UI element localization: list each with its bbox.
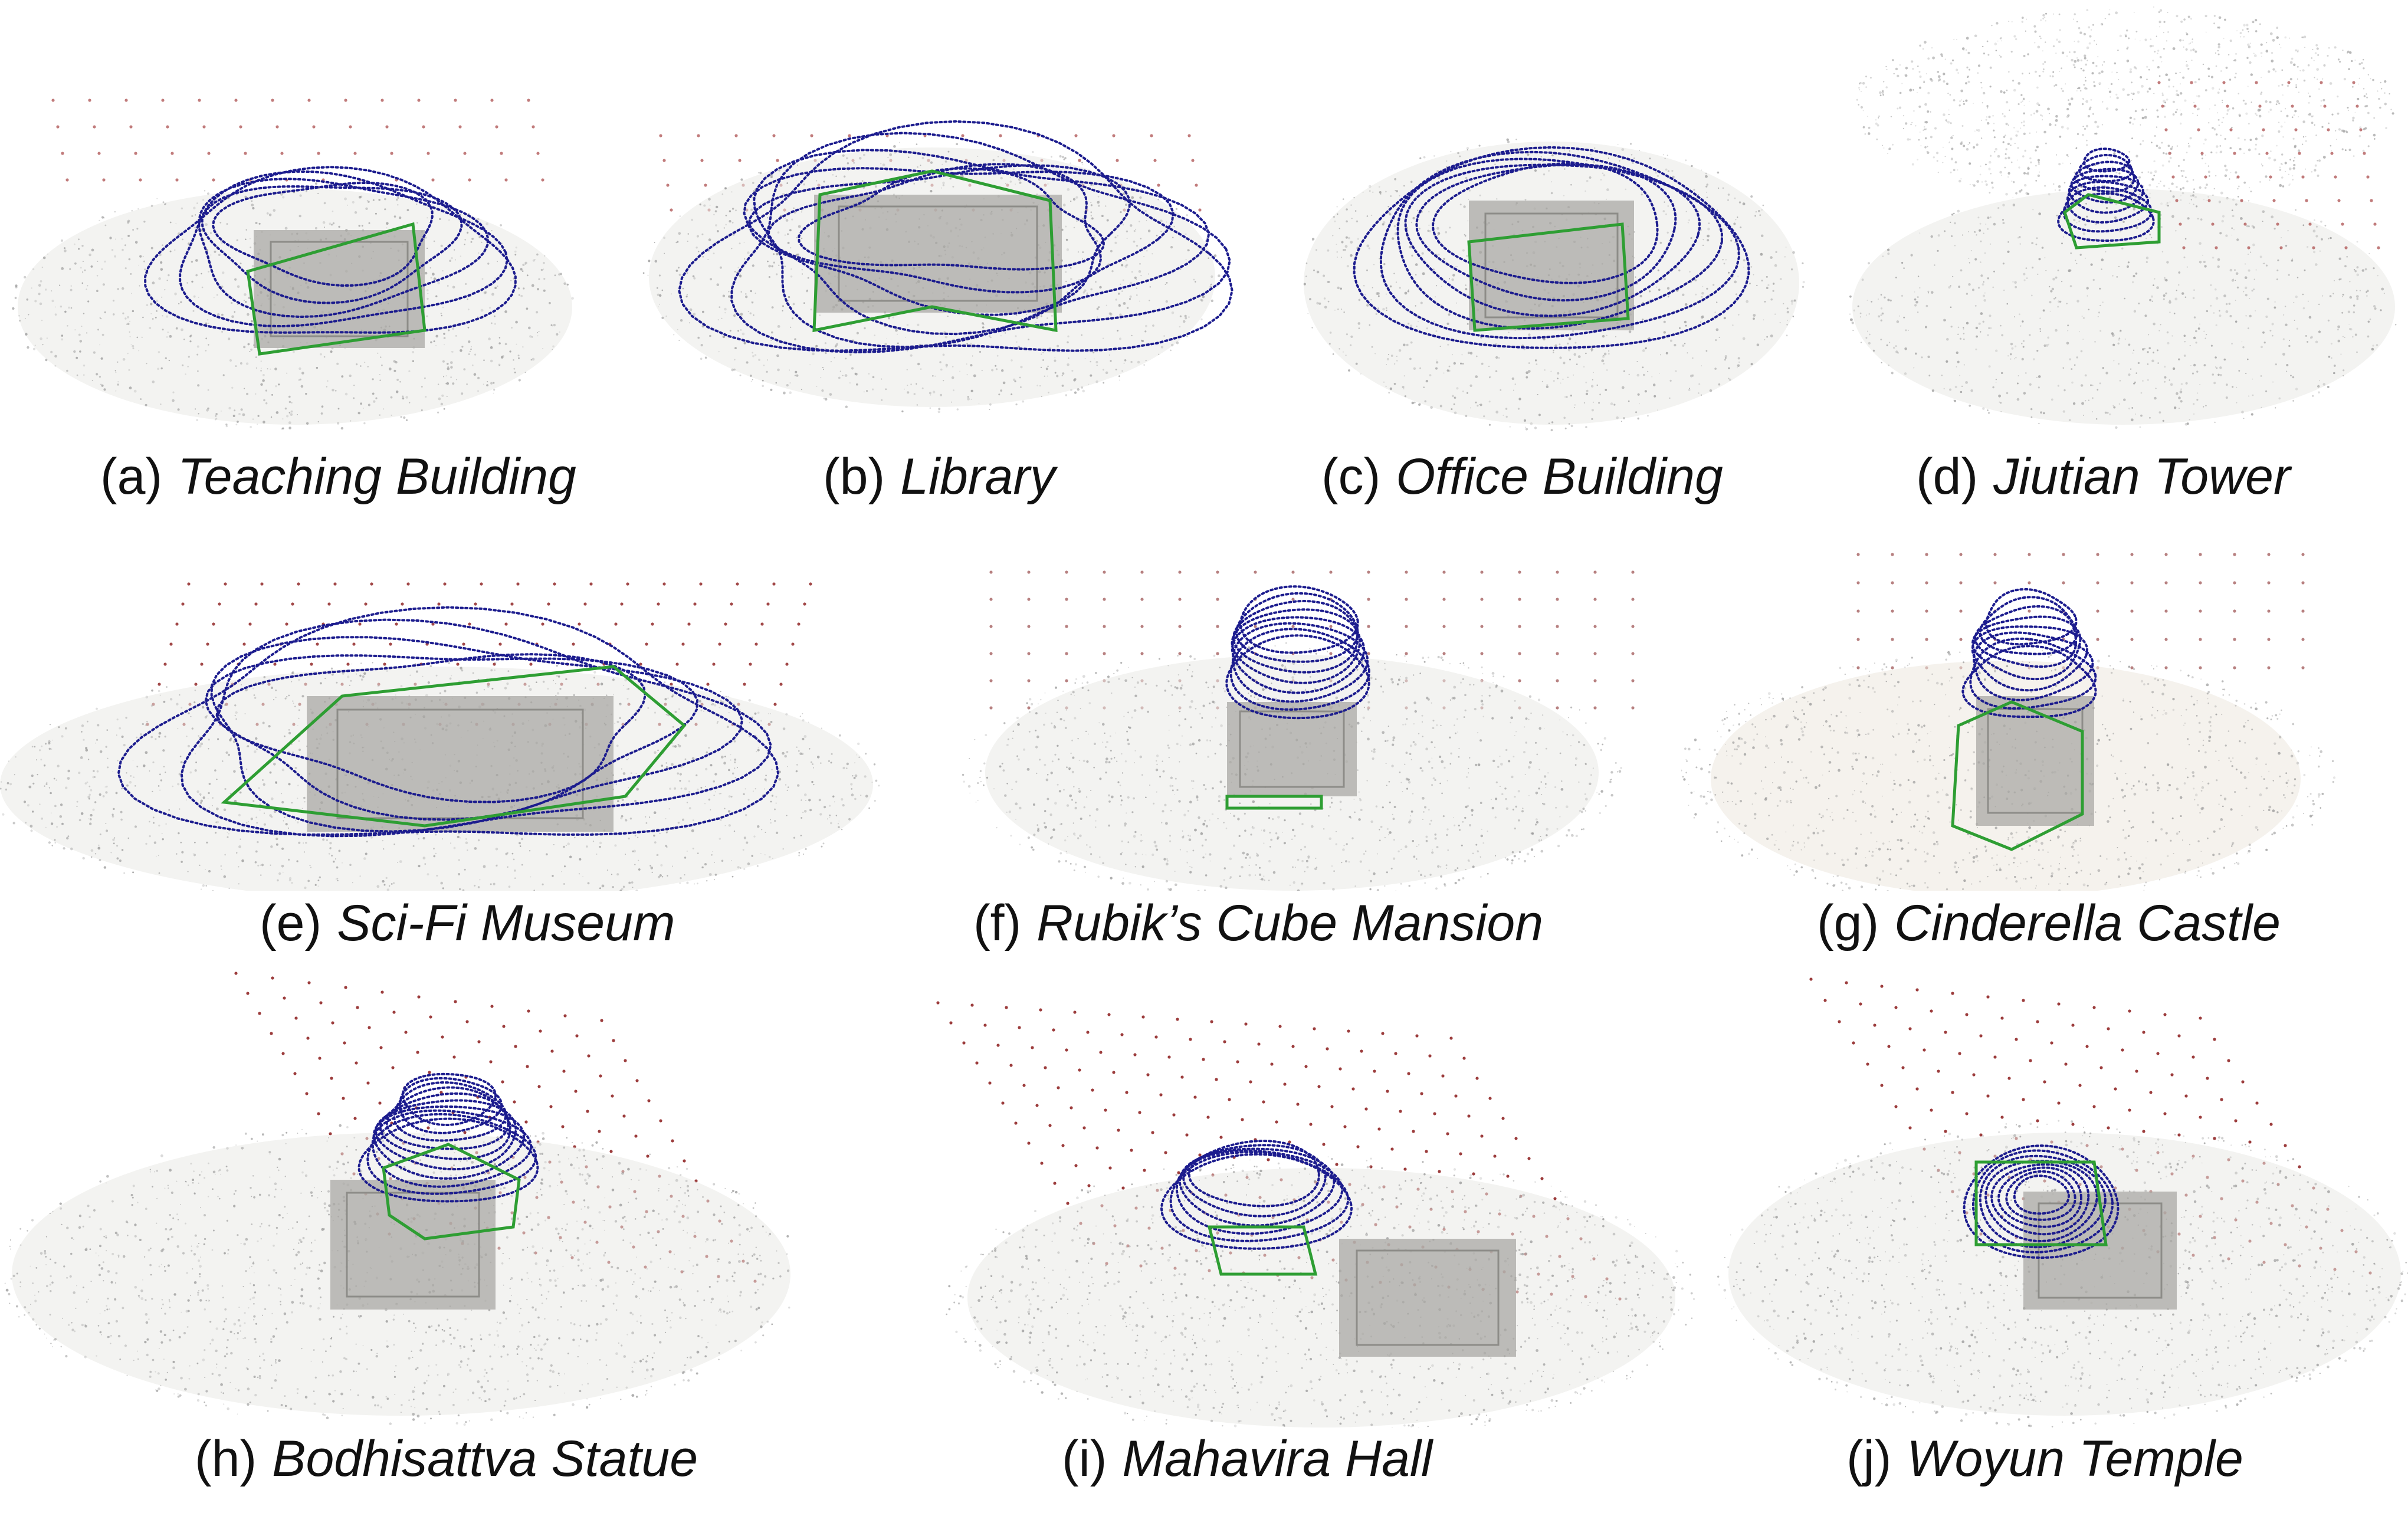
scene-render-e — [0, 582, 880, 891]
caption-letter: (e) — [260, 895, 322, 951]
caption-letter: (i) — [1062, 1430, 1107, 1487]
scene-render-b — [642, 120, 1233, 414]
trajectory-loops — [2057, 147, 2155, 242]
footprint-outline — [1207, 1225, 1318, 1276]
trajectory-loops — [1160, 1140, 1353, 1250]
footprint-outline — [812, 169, 1058, 333]
caption-name: Office Building — [1396, 448, 1723, 505]
caption-name: Teaching Building — [178, 448, 576, 505]
caption-letter: (a) — [100, 448, 163, 505]
building-mesh — [330, 1180, 496, 1310]
point-cloud — [1856, 6, 2394, 206]
panel-cinderella-castle: (g) Cinderella Castle — [1681, 519, 2408, 949]
caption-i: (i) Mahavira Hall — [1062, 1433, 1432, 1484]
footprint-outline — [1467, 222, 1630, 332]
building-mesh — [1227, 702, 1357, 796]
scene-render-f — [962, 570, 1635, 891]
caption-name: Library — [900, 448, 1055, 505]
panel-library: (b) Library — [637, 0, 1239, 502]
caption-c: (c) Office Building — [1321, 451, 1723, 502]
panel-bodhisattva-statue: (h) Bodhisattva Statue — [0, 967, 790, 1484]
caption-e: (e) Sci-Fi Museum — [260, 898, 675, 949]
footprint-outline — [382, 1143, 521, 1241]
panel-rubiks-cube-mansion: (f) Rubik’s Cube Mansion — [908, 549, 1675, 949]
caption-f: (f) Rubik’s Cube Mansion — [973, 898, 1543, 949]
panel-mahavira-hall: (i) Mahavira Hall — [879, 967, 1705, 1484]
panel-sci-fi-museum: (e) Sci-Fi Museum — [0, 549, 903, 949]
caption-name: Mahavira Hall — [1122, 1430, 1433, 1487]
caption-letter: (j) — [1846, 1430, 1892, 1487]
point-cloud — [1681, 649, 2336, 891]
footprint-outline — [1951, 700, 2084, 851]
trajectory-loops — [117, 606, 780, 838]
caption-name: Woyun Temple — [1907, 1430, 2243, 1487]
scene-render-d — [1849, 6, 2397, 429]
footprint-outline — [246, 222, 427, 356]
footprint-outline — [221, 665, 687, 828]
caption-d: (d)Jiutian Tower — [1916, 451, 2291, 502]
trajectory-loops — [357, 1072, 539, 1203]
camera-grid — [2157, 81, 2380, 250]
scene-render-i — [936, 1001, 1695, 1428]
panel-woyun-temple: (j) Woyun Temple — [1717, 967, 2408, 1484]
caption-name: Jiutian Tower — [1993, 448, 2291, 505]
caption-letter: (h) — [195, 1430, 257, 1487]
caption-b: (b) Library — [823, 451, 1055, 502]
trajectory-loops — [1961, 588, 2097, 718]
caption-name: Sci-Fi Museum — [337, 895, 675, 951]
caption-name: Rubik’s Cube Mansion — [1036, 895, 1544, 951]
caption-letter: (f) — [973, 895, 1022, 951]
panel-office-building: (c) Office Building — [1292, 0, 1811, 502]
camera-grid — [1856, 553, 2305, 670]
scene-render-h — [4, 972, 790, 1426]
caption-j: (j) Woyun Temple — [1846, 1433, 2243, 1484]
panel-teaching-building: (a) Teaching Building — [0, 0, 590, 502]
building-mesh — [1339, 1239, 1516, 1357]
caption-name: Bodhisattva Statue — [272, 1430, 698, 1487]
trajectory-loops — [1225, 585, 1370, 720]
point-cloud — [962, 642, 1622, 891]
caption-letter: (d) — [1916, 448, 1979, 505]
building-mesh — [814, 195, 1062, 313]
trajectory-loops — [1353, 146, 1750, 349]
caption-a: (a) Teaching Building — [100, 451, 576, 502]
scene-render-c — [1303, 138, 1805, 432]
building-mesh — [307, 696, 614, 832]
footprint-outline — [1225, 795, 1323, 810]
caption-letter: (c) — [1321, 448, 1381, 505]
building-mesh — [1469, 201, 1634, 330]
caption-h: (h) Bodhisattva Statue — [195, 1433, 698, 1484]
caption-g: (g) Cinderella Castle — [1817, 898, 2281, 949]
terrain-surface — [1852, 189, 2395, 425]
footprint-outline — [2063, 193, 2161, 250]
point-cloud — [1849, 185, 2397, 429]
building-mesh — [1976, 696, 2094, 826]
panel-jiutian-tower: (d)Jiutian Tower — [1829, 0, 2408, 502]
caption-letter: (g) — [1817, 895, 1879, 951]
caption-name: Cinderella Castle — [1894, 895, 2281, 951]
terrain-surface — [967, 1168, 1675, 1428]
building-mesh — [254, 230, 425, 348]
scene-render-a — [12, 99, 574, 430]
footprint-outline — [1974, 1160, 2108, 1246]
scene-render-j — [1717, 977, 2408, 1428]
scene-render-g — [1681, 553, 2336, 891]
caption-letter: (b) — [823, 448, 885, 505]
